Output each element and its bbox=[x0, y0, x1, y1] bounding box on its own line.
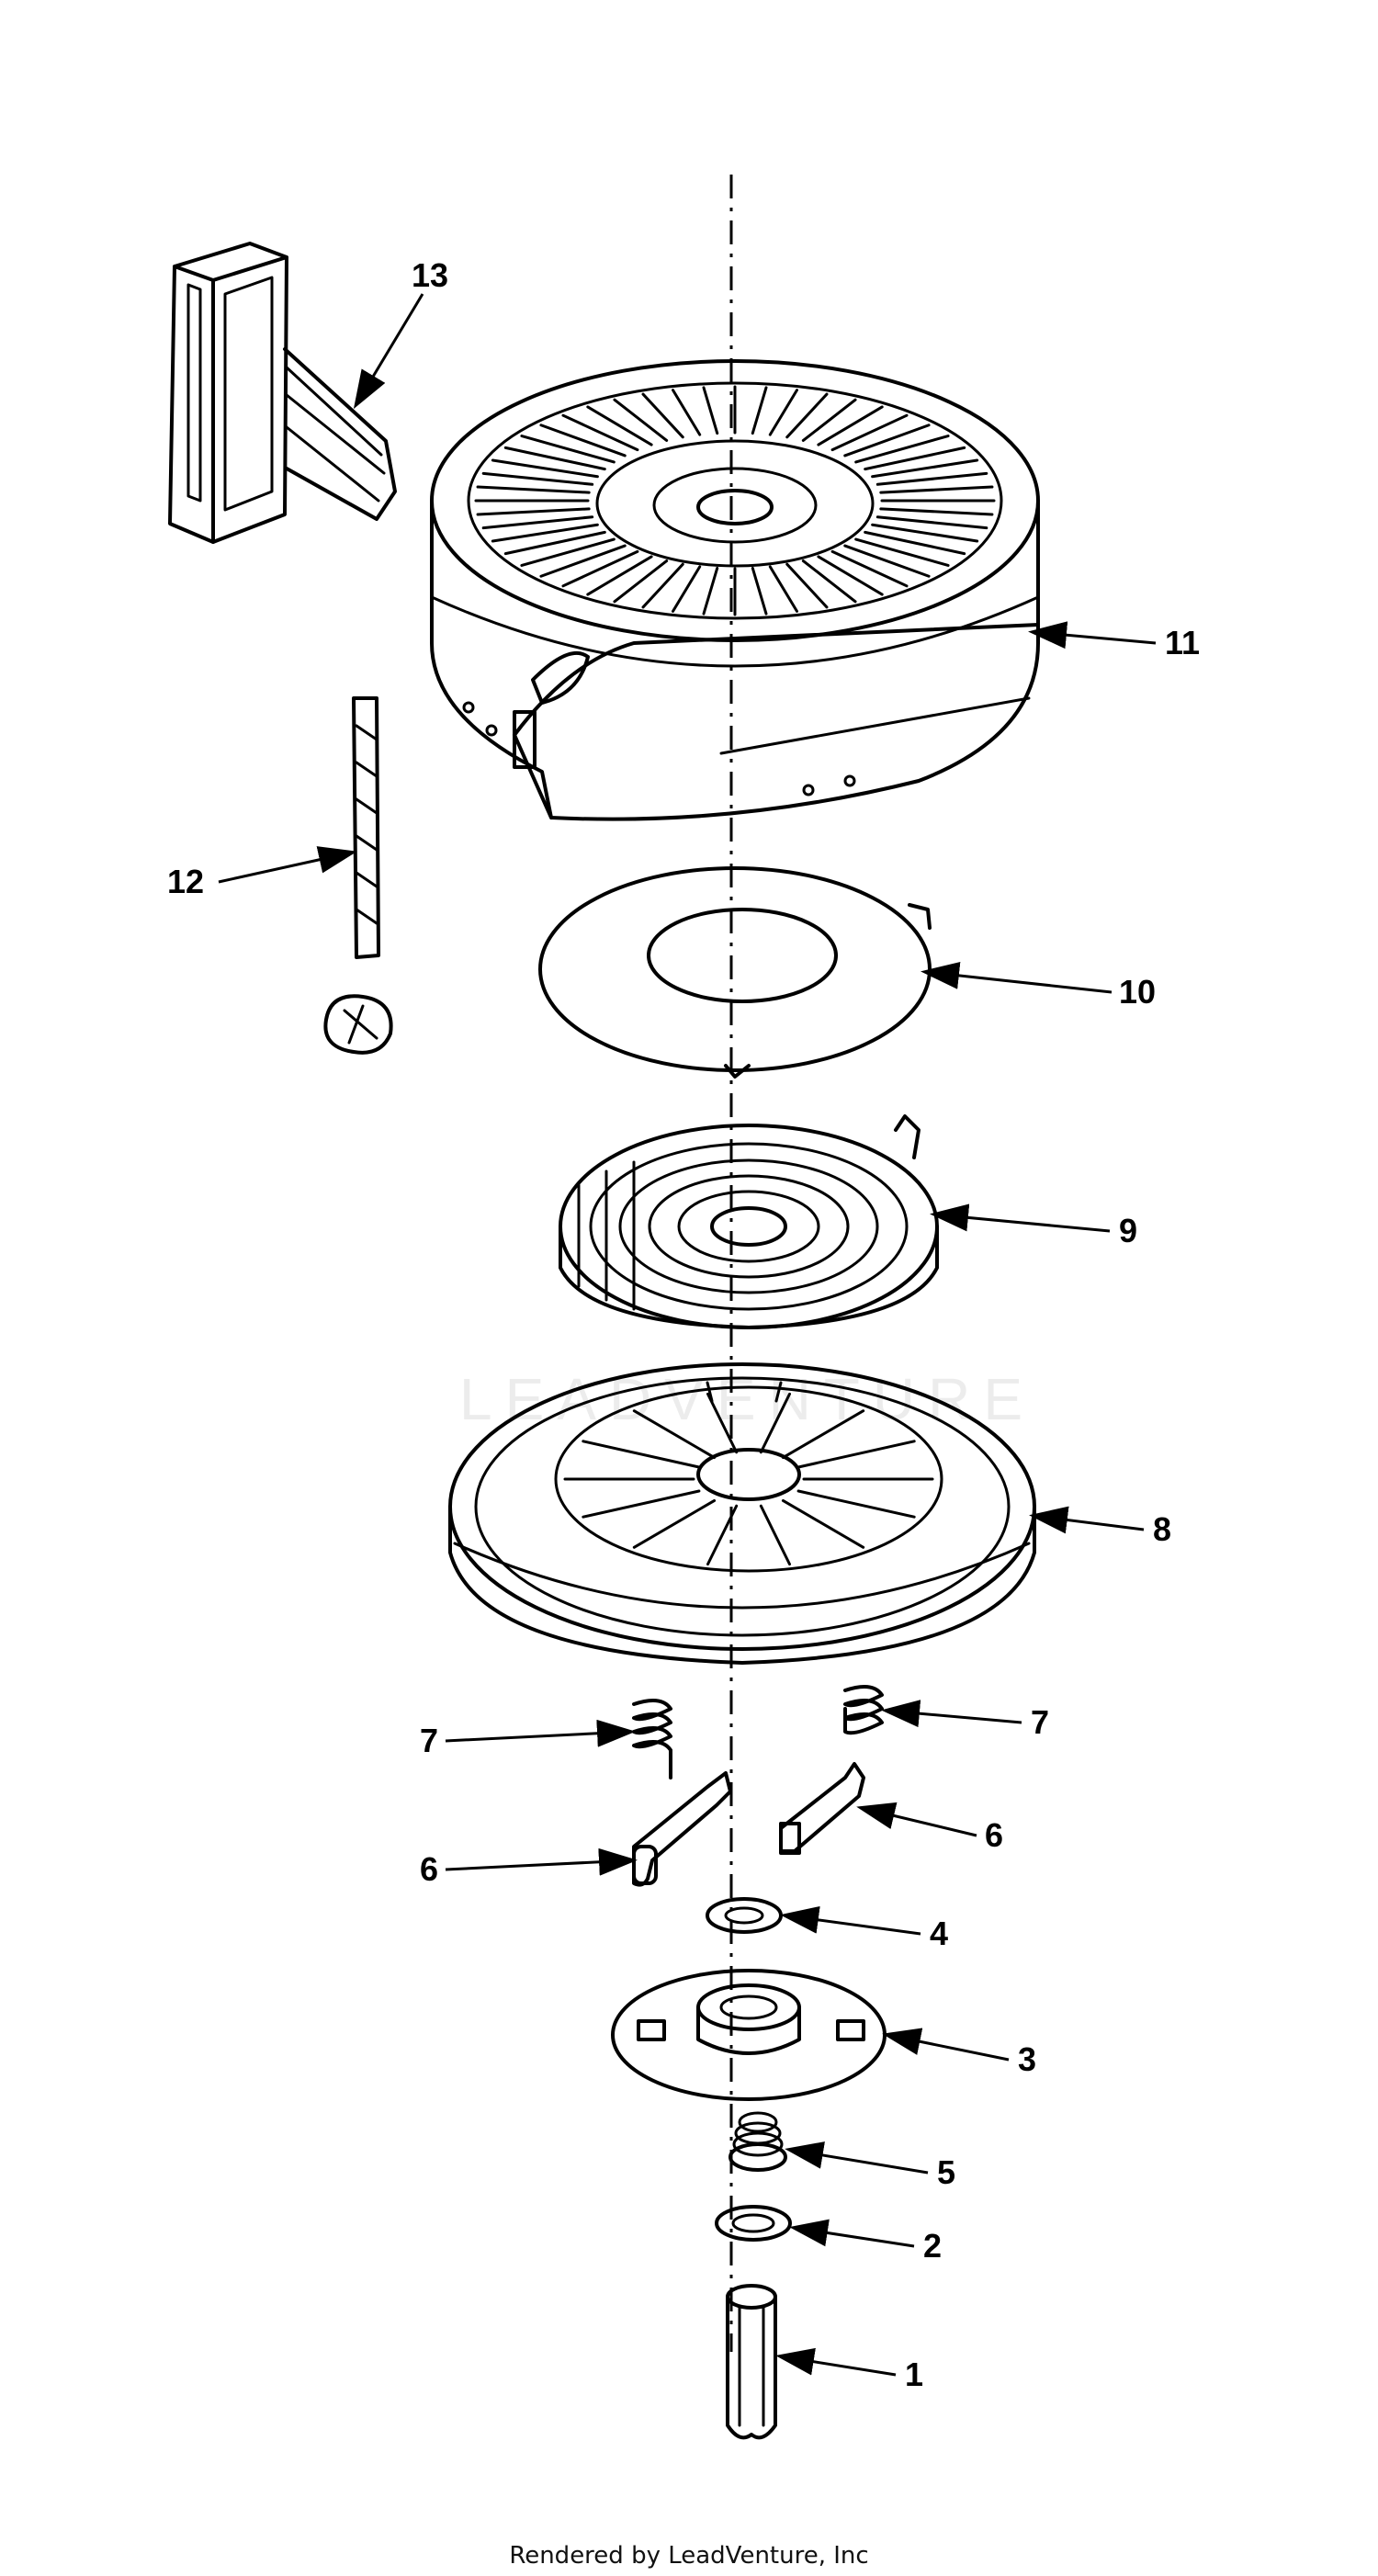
housing-fin bbox=[751, 566, 768, 616]
callout-6-left: 6 bbox=[420, 1850, 438, 1888]
housing-fin bbox=[503, 446, 606, 471]
housing-fins bbox=[474, 385, 996, 616]
housing-fin bbox=[702, 566, 719, 616]
housing-fin bbox=[672, 565, 702, 613]
leader-lines bbox=[218, 293, 1157, 2377]
pulley-spoke bbox=[632, 1409, 717, 1460]
part-4-washer bbox=[706, 1897, 783, 1934]
part-13-starter-handle bbox=[168, 242, 397, 544]
housing-fin bbox=[843, 424, 931, 458]
part-12-starter-rope bbox=[323, 696, 393, 1055]
housing-fin bbox=[864, 530, 966, 556]
pulley-spoke bbox=[706, 1392, 739, 1454]
housing-fin bbox=[503, 530, 606, 556]
housing-fin bbox=[768, 389, 798, 436]
footer-credit: Rendered by LeadVenture, Inc bbox=[509, 2542, 868, 2570]
housing-fin bbox=[875, 471, 988, 486]
housing-fin bbox=[491, 523, 599, 543]
housing-fin bbox=[520, 537, 616, 567]
callout-1: 1 bbox=[905, 2356, 923, 2393]
callout-8: 8 bbox=[1153, 1510, 1171, 1548]
pulley-spoke bbox=[582, 1440, 701, 1469]
housing-fin bbox=[768, 565, 798, 613]
pulley-spoke bbox=[796, 1489, 916, 1519]
housing-fin bbox=[702, 386, 719, 435]
part-6-pawl-left bbox=[632, 1771, 732, 1887]
housing-fin bbox=[481, 515, 594, 530]
watermark: LEADVENTURE bbox=[459, 1366, 1035, 1432]
pulley-spoke bbox=[706, 1504, 739, 1566]
callout-7-right: 7 bbox=[1031, 1703, 1049, 1741]
housing-fin bbox=[817, 555, 884, 596]
pulley-spoke bbox=[781, 1409, 865, 1460]
callout-3: 3 bbox=[1018, 2040, 1036, 2078]
housing-fin bbox=[481, 471, 594, 486]
housing-fin bbox=[491, 458, 599, 479]
callout-2: 2 bbox=[923, 2227, 942, 2265]
part-1-shaft-sleeve bbox=[726, 2284, 777, 2440]
housing-fin bbox=[476, 507, 591, 516]
housing-fin bbox=[871, 523, 979, 543]
part-7-pawl-spring-left bbox=[632, 1699, 672, 1779]
housing-fin bbox=[875, 515, 988, 530]
pulley-spokes bbox=[563, 1392, 934, 1566]
housing-fin bbox=[854, 435, 950, 464]
part-5-brake-spring bbox=[729, 2111, 787, 2172]
housing-fin bbox=[854, 537, 950, 567]
housing-fin bbox=[613, 559, 669, 604]
part-11-starter-housing bbox=[430, 359, 1040, 821]
housing-fin bbox=[539, 424, 627, 458]
pulley-spoke bbox=[632, 1498, 717, 1549]
housing-fin bbox=[520, 435, 616, 464]
part-9-recoil-spring bbox=[559, 1114, 939, 1329]
housing-fin bbox=[801, 559, 857, 604]
housing-fin bbox=[801, 398, 857, 442]
housing-fin bbox=[476, 485, 591, 494]
callout-12: 12 bbox=[167, 863, 204, 900]
pulley-spoke bbox=[759, 1504, 792, 1566]
callout-6-right: 6 bbox=[985, 1816, 1003, 1854]
pulley-spoke bbox=[582, 1489, 701, 1519]
callout-10: 10 bbox=[1119, 973, 1156, 1011]
part-8-pulley bbox=[448, 1362, 1036, 1665]
callout-11: 11 bbox=[1165, 624, 1200, 661]
housing-fin bbox=[751, 386, 768, 435]
housing-fin bbox=[586, 555, 653, 596]
housing-fin bbox=[785, 562, 829, 609]
callout-4: 4 bbox=[930, 1915, 948, 1952]
housing-fin bbox=[613, 398, 669, 442]
housing-fin bbox=[785, 392, 829, 439]
callout-9: 9 bbox=[1119, 1212, 1137, 1249]
pulley-spoke bbox=[796, 1440, 916, 1469]
part-7-pawl-spring-right bbox=[843, 1685, 884, 1735]
part-10-retainer-plate bbox=[538, 866, 932, 1079]
part-2-washer bbox=[715, 2205, 792, 2242]
housing-fin bbox=[817, 405, 884, 446]
housing-fin bbox=[561, 413, 639, 452]
housing-fin bbox=[864, 446, 966, 471]
housing-fin bbox=[843, 544, 931, 578]
housing-fin bbox=[830, 549, 909, 588]
housing-fin bbox=[539, 544, 627, 578]
housing-fin bbox=[871, 458, 979, 479]
callout-7-left: 7 bbox=[420, 1722, 438, 1759]
pulley-spoke bbox=[759, 1392, 792, 1454]
part-3-cam-retainer bbox=[611, 1969, 887, 2101]
pulley-spoke bbox=[781, 1498, 865, 1549]
housing-fin bbox=[672, 389, 702, 436]
part-6-pawl-right bbox=[779, 1762, 865, 1855]
housing-fin bbox=[879, 507, 994, 516]
callout-13: 13 bbox=[412, 256, 448, 294]
housing-fin bbox=[641, 392, 684, 439]
callout-5: 5 bbox=[937, 2153, 955, 2191]
housing-fin bbox=[830, 413, 909, 452]
housing-fin bbox=[586, 405, 653, 446]
housing-fin bbox=[561, 549, 639, 588]
housing-fin bbox=[879, 485, 994, 494]
housing-fin bbox=[641, 562, 684, 609]
